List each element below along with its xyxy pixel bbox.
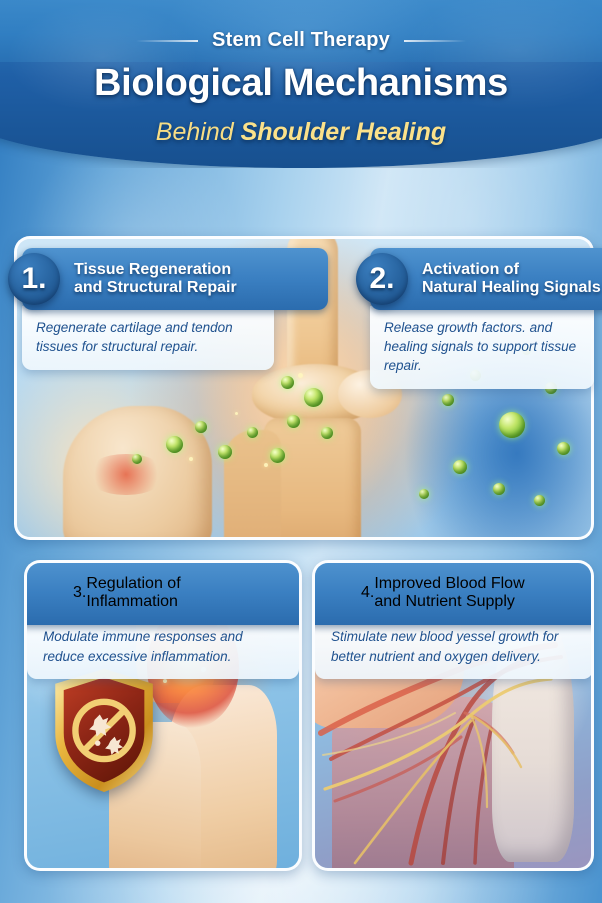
card-2-title-line1: Activation of [422, 260, 519, 278]
card-2[interactable]: 2. Activation of Natural Healing Signals… [356, 248, 602, 390]
bone-fibula [223, 429, 282, 537]
eyebrow-text: Stem Cell Therapy [212, 29, 390, 51]
card-3-title-line1: Regulation of [86, 575, 181, 592]
page-title: Biological Mechanisms [94, 62, 508, 104]
card-4-header: 4. Improved Blood Flow and Nutrient Supp… [315, 563, 591, 625]
stem-cell [217, 444, 232, 459]
sparkle [263, 462, 268, 467]
sparkle [298, 373, 304, 379]
stem-cell [533, 495, 545, 507]
card-3-title-line2: Inflammation [86, 593, 178, 610]
card-4-title-line1: Improved Blood Flow [374, 575, 525, 592]
stem-cell [194, 420, 207, 433]
stem-cell [321, 426, 334, 439]
card-3-header: 3. Regulation of Inflammation [27, 563, 299, 625]
card-4-title-line2: and Nutrient Supply [374, 593, 515, 610]
card-1[interactable]: 1. Tissue Regeneration and Structural Re… [8, 248, 328, 371]
card-3-number-badge: 3. [73, 584, 87, 601]
sparkle [163, 678, 167, 683]
card-2-body: Release growth factors. and healing sign… [370, 306, 594, 390]
card-4-title: Improved Blood Flow and Nutrient Supply [374, 575, 524, 611]
subtitle-emphasis: Shoulder Healing [240, 118, 447, 146]
stem-cell [418, 489, 429, 500]
card-1-title-line1: Tissue Regeneration [74, 260, 232, 278]
card-2-number-badge: 2. [356, 253, 408, 305]
card-2-header: 2. Activation of Natural Healing Signals [356, 248, 602, 310]
stem-cell [304, 388, 323, 407]
card-3-title: Regulation of Inflammation [86, 575, 180, 611]
stem-cell [441, 393, 454, 406]
stem-cell-large [499, 411, 526, 438]
poster-header: Stem Cell Therapy Biological Mechanisms … [0, 0, 602, 168]
shield-icon [55, 669, 154, 793]
page-subtitle: Behind Shoulder Healing [0, 118, 602, 147]
card-1-header: 1. Tissue Regeneration and Structural Re… [8, 248, 328, 310]
stem-cell [453, 459, 468, 474]
card-2-title-line2: Natural Healing Signals [422, 279, 601, 296]
stem-cell [493, 483, 506, 496]
card-4-number-badge: 4. [361, 584, 375, 601]
header-band-top-strip [0, 0, 602, 62]
stem-cell [269, 447, 285, 463]
sparkle [189, 456, 194, 461]
eyebrow-rule-left [136, 39, 199, 42]
stem-cell [286, 414, 300, 428]
stem-cell [556, 441, 570, 455]
eyebrow-rule-right [403, 39, 466, 42]
stem-cell [131, 453, 142, 464]
stem-cell [166, 435, 184, 453]
card-4[interactable]: 4. Improved Blood Flow and Nutrient Supp… [312, 560, 594, 871]
card-3[interactable]: 3. Regulation of Inflammation Modulate i… [24, 560, 302, 871]
card-1-number-badge: 1. [8, 253, 60, 305]
inflammation-spot [85, 453, 167, 496]
card-2-title: Activation of Natural Healing Signals [422, 261, 601, 297]
card-1-title-line2: and Structural Repair [74, 279, 237, 296]
card-1-title: Tissue Regeneration and Structural Repai… [74, 261, 237, 297]
header-eyebrow: Stem Cell Therapy [0, 29, 602, 52]
stem-cell [246, 426, 258, 438]
sparkle [235, 411, 239, 415]
subtitle-lead: Behind [155, 118, 241, 146]
stem-cell [281, 376, 295, 390]
card-1-body: Regenerate cartilage and tendon tissues … [22, 306, 274, 371]
